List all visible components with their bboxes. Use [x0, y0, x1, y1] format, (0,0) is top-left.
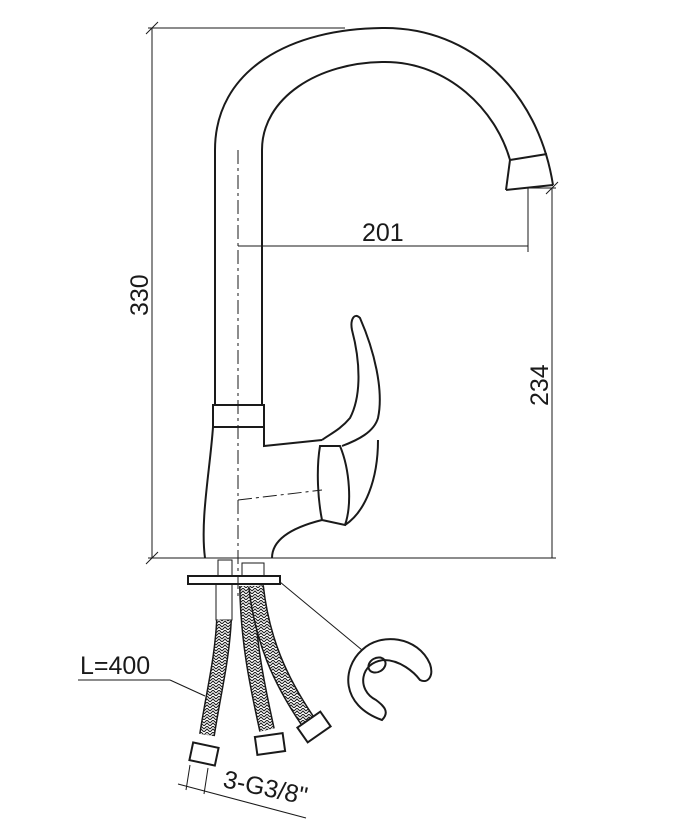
- hose-left: [188, 583, 233, 767]
- spout-height-label: 234: [526, 364, 554, 406]
- handle-axis: [237, 489, 323, 501]
- dimension-201: 201: [238, 188, 529, 252]
- connection-callout: 3-G3/8": [177, 764, 310, 819]
- reach-label: 201: [362, 219, 404, 247]
- hose-length-callout: L=400: [78, 652, 206, 697]
- base-plate: [187, 559, 281, 585]
- hose-nut: [253, 732, 287, 756]
- faucet-body: [202, 426, 351, 559]
- hose-nut: [188, 741, 220, 767]
- spout: [214, 26, 554, 405]
- dimension-234: 234: [526, 181, 559, 558]
- hose-length-label: L=400: [80, 652, 150, 680]
- hose-middle: [239, 585, 287, 756]
- collar: [212, 404, 265, 428]
- handle-base: [344, 439, 379, 526]
- connection-label: 3-G3/8": [221, 765, 310, 810]
- height-label: 330: [126, 274, 154, 316]
- handle-lever: [321, 314, 381, 447]
- hose-right: [248, 585, 333, 744]
- dimension-330: 330: [126, 21, 556, 565]
- hose-nut: [295, 710, 333, 744]
- c-washer: [279, 581, 433, 722]
